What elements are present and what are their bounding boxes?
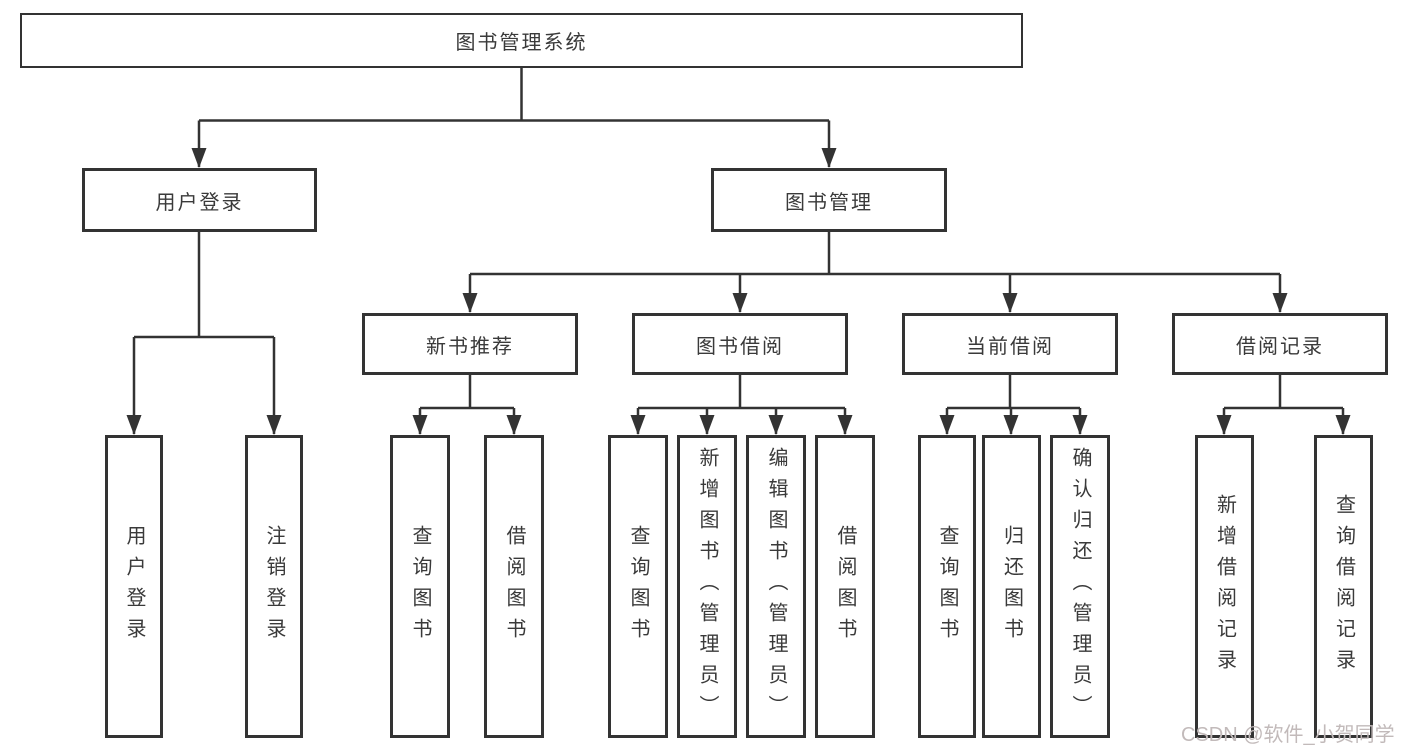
leaf-edit-books-admin-label: 编辑图书（管理员）: [765, 447, 787, 726]
leaf-borrow-search-books-label: 查询图书: [627, 524, 649, 649]
leaf-user-login-label: 用户登录: [123, 524, 145, 649]
leaf-user-login: 用户登录: [105, 435, 163, 738]
node-root: 图书管理系统: [20, 13, 1023, 68]
leaf-recommend-search-books-label: 查询图书: [409, 524, 431, 649]
leaf-add-borrow-record-label: 新增借阅记录: [1213, 493, 1236, 680]
node-current-borrow: 当前借阅: [902, 313, 1118, 375]
leaf-recommend-borrow-books-label: 借阅图书: [503, 524, 525, 649]
leaf-logout: 注销登录: [245, 435, 303, 738]
node-borrow-records: 借阅记录: [1172, 313, 1388, 375]
node-new-book-recommend: 新书推荐: [362, 313, 578, 375]
leaf-confirm-return-admin: 确认归还（管理员）: [1050, 435, 1110, 738]
csdn-watermark: CSDN @软件_小贺同学: [1181, 724, 1395, 746]
leaf-search-borrow-record-label: 查询借阅记录: [1332, 493, 1355, 680]
leaf-add-books-admin: 新增图书（管理员）: [677, 435, 737, 738]
node-user-login: 用户登录: [82, 168, 317, 232]
node-book-management: 图书管理: [711, 168, 947, 232]
node-book-borrow: 图书借阅: [632, 313, 848, 375]
leaf-recommend-search-books: 查询图书: [390, 435, 450, 738]
leaf-edit-books-admin: 编辑图书（管理员）: [746, 435, 806, 738]
leaf-return-books-label: 归还图书: [1000, 524, 1023, 649]
leaf-return-books: 归还图书: [982, 435, 1041, 738]
node-new-book-recommend-label: 新书推荐: [426, 335, 514, 358]
leaf-current-search-books-label: 查询图书: [936, 524, 958, 649]
leaf-borrow-books: 借阅图书: [815, 435, 875, 738]
leaf-borrow-books-label: 借阅图书: [834, 524, 856, 649]
leaf-logout-label: 注销登录: [263, 524, 285, 649]
node-current-borrow-label: 当前借阅: [966, 335, 1054, 358]
leaf-add-books-admin-label: 新增图书（管理员）: [696, 447, 718, 726]
leaf-confirm-return-admin-label: 确认归还（管理员）: [1069, 447, 1091, 726]
leaf-add-borrow-record: 新增借阅记录: [1195, 435, 1254, 738]
node-book-borrow-label: 图书借阅: [696, 335, 784, 358]
leaf-current-search-books: 查询图书: [918, 435, 976, 738]
node-borrow-records-label: 借阅记录: [1236, 335, 1324, 358]
node-root-label: 图书管理系统: [455, 32, 588, 54]
node-user-login-label: 用户登录: [155, 191, 244, 214]
node-book-management-label: 图书管理: [785, 191, 873, 214]
leaf-search-borrow-record: 查询借阅记录: [1314, 435, 1373, 738]
leaf-recommend-borrow-books: 借阅图书: [484, 435, 544, 738]
leaf-borrow-search-books: 查询图书: [608, 435, 668, 738]
